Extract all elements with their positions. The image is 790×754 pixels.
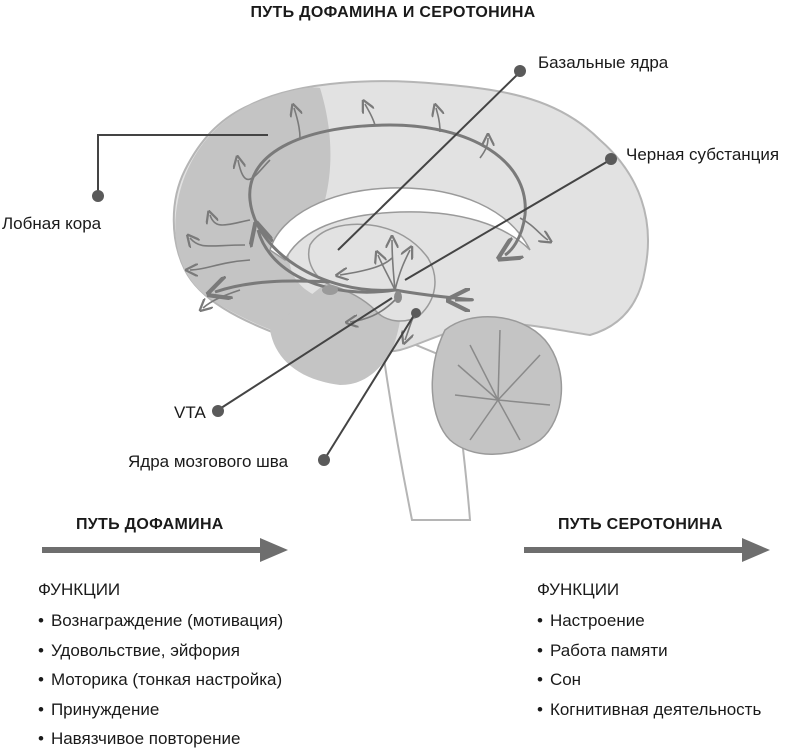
serotonin-functions-list: Настроение Работа памяти Сон Когнитивная… — [537, 606, 761, 724]
label-basal-ganglia: Базальные ядра — [538, 53, 669, 72]
list-item: Настроение — [537, 606, 761, 636]
list-item: Когнитивная деятельность — [537, 695, 761, 725]
neural-pathways — [215, 123, 527, 300]
dopamine-functions-list: Вознаграждение (мотивация) Удовольствие,… — [38, 606, 283, 754]
pathway-branches — [190, 104, 548, 340]
list-item: Навязчивое повторение — [38, 724, 283, 754]
corpus-callosum — [269, 187, 531, 262]
nucleus-accumbens-blob — [322, 285, 338, 295]
cerebellum — [431, 315, 563, 455]
marker-basal-ganglia — [514, 65, 526, 77]
label-substantia-nigra: Черная субстанция — [626, 145, 779, 164]
vta-blob — [394, 291, 402, 303]
cerebellum-branches — [454, 329, 551, 441]
raphe-dot — [411, 308, 421, 318]
marker-substantia-nigra — [605, 153, 617, 165]
serotonin-functions-heading: ФУНКЦИИ — [537, 580, 620, 599]
marker-frontal-cortex — [92, 190, 104, 202]
list-item: Вознаграждение (мотивация) — [38, 606, 283, 636]
leader-lines — [97, 71, 611, 461]
list-item: Принуждение — [38, 695, 283, 725]
marker-vta — [212, 405, 224, 417]
marker-raphe-nuclei — [318, 454, 330, 466]
dopamine-functions-heading: ФУНКЦИИ — [38, 580, 121, 599]
list-item: Моторика (тонкая настройка) — [38, 665, 283, 695]
label-raphe-nuclei: Ядра мозгового шва — [128, 452, 289, 471]
label-frontal-cortex: Лобная кора — [2, 214, 102, 233]
dopamine-arrow-icon — [42, 538, 288, 562]
serotonin-pathway-title: ПУТЬ СЕРОТОНИНА — [558, 516, 723, 533]
label-vta: VTA — [174, 403, 206, 422]
list-item: Работа памяти — [537, 636, 761, 666]
serotonin-arrow-icon — [524, 538, 770, 562]
diagram-title: ПУТЬ ДОФАМИНА И СЕРОТОНИНА — [250, 4, 535, 21]
dopamine-pathway-title: ПУТЬ ДОФАМИНА — [76, 516, 224, 533]
list-item: Удовольствие, эйфория — [38, 636, 283, 666]
list-item: Сон — [537, 665, 761, 695]
